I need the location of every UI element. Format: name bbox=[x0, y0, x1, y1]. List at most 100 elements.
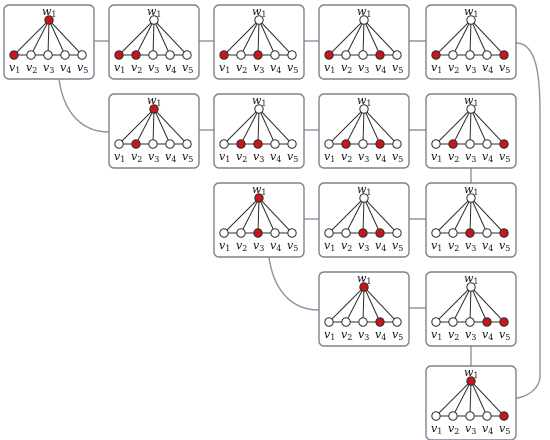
spoke-edge-1 bbox=[328, 19, 365, 56]
spoke-edge-5 bbox=[153, 108, 188, 145]
vertex-w1 bbox=[466, 193, 476, 203]
vertex-v5 bbox=[499, 317, 509, 327]
vertex-label-v4: v4 bbox=[375, 150, 386, 164]
spoke-edge-3 bbox=[469, 108, 472, 145]
spoke-edge-3 bbox=[152, 19, 155, 56]
vertex-v2 bbox=[236, 50, 246, 60]
vertex-v5 bbox=[392, 317, 402, 327]
vertex-v3 bbox=[465, 411, 475, 421]
vertex-v5 bbox=[499, 139, 509, 149]
connector-layer bbox=[58, 40, 541, 399]
vertex-v1 bbox=[219, 139, 229, 149]
vertex-label-v5: v5 bbox=[499, 328, 510, 342]
vertex-label-v1: v1 bbox=[9, 61, 20, 75]
vertex-label-v5: v5 bbox=[392, 150, 403, 164]
vertex-v3 bbox=[465, 50, 475, 60]
connector-r1c5-r5c5 bbox=[515, 42, 541, 399]
vertex-label-v5: v5 bbox=[499, 61, 510, 75]
spoke-edge-5 bbox=[258, 197, 293, 234]
vertex-label-v2: v2 bbox=[236, 61, 247, 75]
vertex-v4 bbox=[482, 317, 492, 327]
vertex-w1 bbox=[359, 15, 369, 25]
spoke-edge-1 bbox=[435, 380, 472, 417]
vertex-v4 bbox=[375, 50, 385, 60]
vertex-label-v4: v4 bbox=[482, 61, 493, 75]
spoke-edge-2 bbox=[240, 19, 260, 56]
spoke-edge-4 bbox=[258, 197, 276, 234]
spoke-edge-3 bbox=[362, 286, 365, 323]
vertex-label-v4: v4 bbox=[60, 61, 71, 75]
spoke-edge-1 bbox=[223, 19, 260, 56]
vertex-v3 bbox=[358, 50, 368, 60]
spoke-edge-4 bbox=[153, 19, 171, 56]
vertex-v2 bbox=[26, 50, 36, 60]
vertex-v3 bbox=[253, 139, 263, 149]
vertex-label-v1: v1 bbox=[431, 239, 442, 253]
vertex-v3 bbox=[148, 139, 158, 149]
spoke-edge-2 bbox=[345, 108, 365, 145]
spoke-edge-2 bbox=[135, 108, 155, 145]
vertex-v2 bbox=[236, 228, 246, 238]
vertex-label-w1: w1 bbox=[464, 94, 479, 108]
vertex-label-v1: v1 bbox=[431, 422, 442, 436]
vertex-v4 bbox=[165, 50, 175, 60]
vertex-label-v4: v4 bbox=[375, 328, 386, 342]
spoke-edge-1 bbox=[328, 197, 365, 234]
vertex-label-w1: w1 bbox=[252, 183, 267, 197]
vertex-v1 bbox=[324, 139, 334, 149]
vertex-v5 bbox=[392, 50, 402, 60]
spoke-edge-3 bbox=[257, 197, 260, 234]
vertex-v1 bbox=[431, 317, 441, 327]
vertex-label-v2: v2 bbox=[341, 150, 352, 164]
vertex-label-v1: v1 bbox=[431, 61, 442, 75]
vertex-label-v3: v3 bbox=[148, 61, 159, 75]
vertex-v2 bbox=[131, 50, 141, 60]
spoke-edge-4 bbox=[48, 19, 66, 56]
vertex-w1 bbox=[466, 15, 476, 25]
spoke-edge-1 bbox=[435, 197, 472, 234]
vertex-label-v2: v2 bbox=[448, 150, 459, 164]
vertex-w1 bbox=[466, 104, 476, 114]
vertex-label-v2: v2 bbox=[448, 61, 459, 75]
spoke-edge-2 bbox=[345, 286, 365, 323]
vertex-v1 bbox=[324, 317, 334, 327]
vertex-label-v1: v1 bbox=[219, 150, 230, 164]
vertex-v1 bbox=[114, 139, 124, 149]
spoke-edge-5 bbox=[363, 286, 398, 323]
panel-frame bbox=[108, 93, 200, 169]
connector-r1c1-r2c2 bbox=[58, 78, 110, 133]
vertex-w1 bbox=[359, 193, 369, 203]
vertex-v5 bbox=[77, 50, 87, 60]
spoke-edge-4 bbox=[470, 380, 488, 417]
vertex-label-v1: v1 bbox=[219, 61, 230, 75]
panel-frame bbox=[318, 93, 410, 169]
vertex-label-v1: v1 bbox=[431, 150, 442, 164]
vertex-v4 bbox=[270, 139, 280, 149]
vertex-label-w1: w1 bbox=[252, 94, 267, 108]
vertex-label-v5: v5 bbox=[499, 239, 510, 253]
spoke-edge-3 bbox=[469, 380, 472, 417]
spoke-edge-4 bbox=[470, 197, 488, 234]
vertex-label-v3: v3 bbox=[43, 61, 54, 75]
spoke-edge-5 bbox=[470, 197, 505, 234]
panel-frame bbox=[213, 93, 305, 169]
vertex-label-v4: v4 bbox=[482, 239, 493, 253]
vertex-label-v3: v3 bbox=[358, 328, 369, 342]
spoke-edge-4 bbox=[363, 286, 381, 323]
vertex-label-v2: v2 bbox=[236, 150, 247, 164]
vertex-v2 bbox=[131, 139, 141, 149]
vertex-label-v3: v3 bbox=[465, 328, 476, 342]
vertex-v1 bbox=[431, 139, 441, 149]
panel-frame bbox=[425, 4, 517, 80]
spoke-edge-2 bbox=[240, 108, 260, 145]
spoke-edge-5 bbox=[363, 197, 398, 234]
vertex-v5 bbox=[499, 50, 509, 60]
vertex-v4 bbox=[482, 411, 492, 421]
vertex-v1 bbox=[114, 50, 124, 60]
spoke-edge-5 bbox=[470, 108, 505, 145]
